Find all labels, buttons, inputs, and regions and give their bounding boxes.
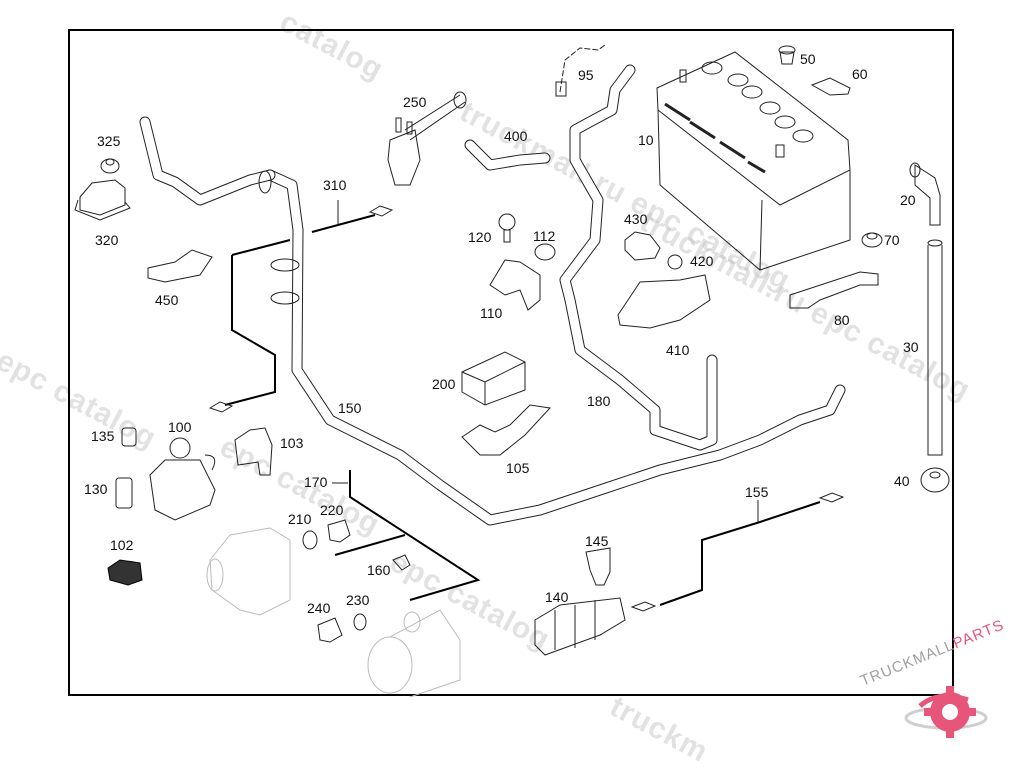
truckmallparts-logo: TRUCKMALLPARTS bbox=[858, 616, 1024, 750]
part-95-cable[interactable] bbox=[559, 44, 606, 93]
alternator-reference bbox=[206, 527, 291, 616]
part-30-hose[interactable] bbox=[927, 239, 943, 456]
part-150-cable[interactable] bbox=[139, 116, 846, 526]
callout-325[interactable]: 325 bbox=[97, 133, 121, 149]
callout-112[interactable]: 112 bbox=[533, 228, 556, 244]
part-80-bar[interactable] bbox=[789, 271, 879, 309]
part-180-cable[interactable] bbox=[559, 64, 718, 451]
part-120-bolt[interactable] bbox=[498, 213, 516, 243]
part-135-spacer[interactable] bbox=[121, 427, 137, 447]
part-320-block[interactable] bbox=[74, 179, 131, 221]
part-130-spacer[interactable] bbox=[115, 477, 133, 509]
callout-145[interactable]: 145 bbox=[585, 533, 609, 549]
callout-180[interactable]: 180 bbox=[587, 393, 611, 409]
part-10-battery[interactable] bbox=[656, 51, 851, 271]
part-220-cap[interactable] bbox=[327, 519, 351, 543]
part-450-bracket[interactable] bbox=[147, 249, 213, 283]
callout-50[interactable]: 50 bbox=[800, 51, 816, 67]
part-50-cap[interactable] bbox=[778, 45, 796, 65]
callout-20[interactable]: 20 bbox=[900, 192, 916, 208]
part-250-terminal[interactable] bbox=[387, 91, 467, 186]
part-410-cover[interactable] bbox=[617, 274, 711, 329]
part-20-elbow[interactable] bbox=[909, 162, 941, 226]
callout-140[interactable]: 140 bbox=[545, 589, 569, 605]
callout-160[interactable]: 160 bbox=[367, 562, 391, 578]
callout-210[interactable]: 210 bbox=[288, 511, 312, 527]
callout-250[interactable]: 250 bbox=[403, 94, 427, 110]
callout-105[interactable]: 105 bbox=[506, 460, 530, 476]
part-60-cover[interactable] bbox=[810, 77, 851, 96]
part-240-cap[interactable] bbox=[317, 617, 343, 643]
callout-155[interactable]: 155 bbox=[745, 484, 769, 500]
callout-230[interactable]: 230 bbox=[346, 592, 370, 608]
callout-200[interactable]: 200 bbox=[432, 376, 456, 392]
callout-95[interactable]: 95 bbox=[578, 67, 594, 83]
part-105-bracket[interactable] bbox=[461, 404, 552, 456]
part-430-sensor[interactable] bbox=[624, 231, 661, 261]
callout-135[interactable]: 135 bbox=[91, 428, 115, 444]
callout-410[interactable]: 410 bbox=[666, 342, 690, 358]
part-160-screw[interactable] bbox=[392, 554, 411, 571]
callout-10[interactable]: 10 bbox=[638, 132, 654, 148]
part-103-housing[interactable] bbox=[234, 427, 273, 476]
callout-310[interactable]: 310 bbox=[323, 177, 347, 193]
part-145-fuse[interactable] bbox=[585, 547, 611, 586]
part-70-nut[interactable] bbox=[861, 232, 883, 248]
starter-reference bbox=[367, 609, 461, 698]
gear-logo-icon bbox=[904, 686, 988, 738]
part-210-nut[interactable] bbox=[302, 530, 318, 550]
callout-450[interactable]: 450 bbox=[155, 292, 179, 308]
part-230-nut[interactable] bbox=[353, 613, 367, 631]
part-102-connector[interactable] bbox=[107, 559, 143, 586]
callout-420[interactable]: 420 bbox=[690, 253, 714, 269]
callout-100[interactable]: 100 bbox=[168, 419, 192, 435]
part-100-relay[interactable] bbox=[149, 437, 216, 521]
callout-102[interactable]: 102 bbox=[110, 537, 134, 553]
diagram-frame bbox=[68, 29, 954, 696]
callout-240[interactable]: 240 bbox=[307, 600, 331, 616]
part-400-cable[interactable] bbox=[464, 139, 551, 171]
callout-170[interactable]: 170 bbox=[304, 474, 328, 490]
callout-70[interactable]: 70 bbox=[884, 232, 900, 248]
callout-220[interactable]: 220 bbox=[320, 502, 344, 518]
callout-40[interactable]: 40 bbox=[894, 473, 910, 489]
part-200-aux-battery[interactable] bbox=[461, 351, 526, 406]
callout-320[interactable]: 320 bbox=[95, 232, 119, 248]
part-140-fuse-box[interactable] bbox=[534, 597, 626, 656]
callout-150[interactable]: 150 bbox=[338, 400, 362, 416]
callout-120[interactable]: 120 bbox=[468, 229, 492, 245]
callout-103[interactable]: 103 bbox=[280, 435, 304, 451]
part-40-grommet[interactable] bbox=[920, 467, 950, 493]
part-155-harness[interactable] bbox=[630, 492, 845, 612]
callout-110[interactable]: 110 bbox=[480, 305, 503, 321]
callout-80[interactable]: 80 bbox=[834, 312, 850, 328]
callout-400[interactable]: 400 bbox=[504, 128, 528, 144]
part-420-nut[interactable] bbox=[667, 254, 683, 270]
callout-60[interactable]: 60 bbox=[852, 66, 868, 82]
callout-30[interactable]: 30 bbox=[903, 339, 919, 355]
parts-drawing bbox=[74, 44, 950, 698]
part-310-harness[interactable] bbox=[208, 200, 394, 413]
callout-430[interactable]: 430 bbox=[624, 211, 648, 227]
part-325-nut[interactable] bbox=[100, 158, 120, 174]
callout-130[interactable]: 130 bbox=[84, 481, 108, 497]
part-112-nut[interactable] bbox=[534, 243, 556, 261]
part-170-harness[interactable] bbox=[332, 470, 481, 601]
part-110-bracket[interactable] bbox=[489, 259, 541, 311]
